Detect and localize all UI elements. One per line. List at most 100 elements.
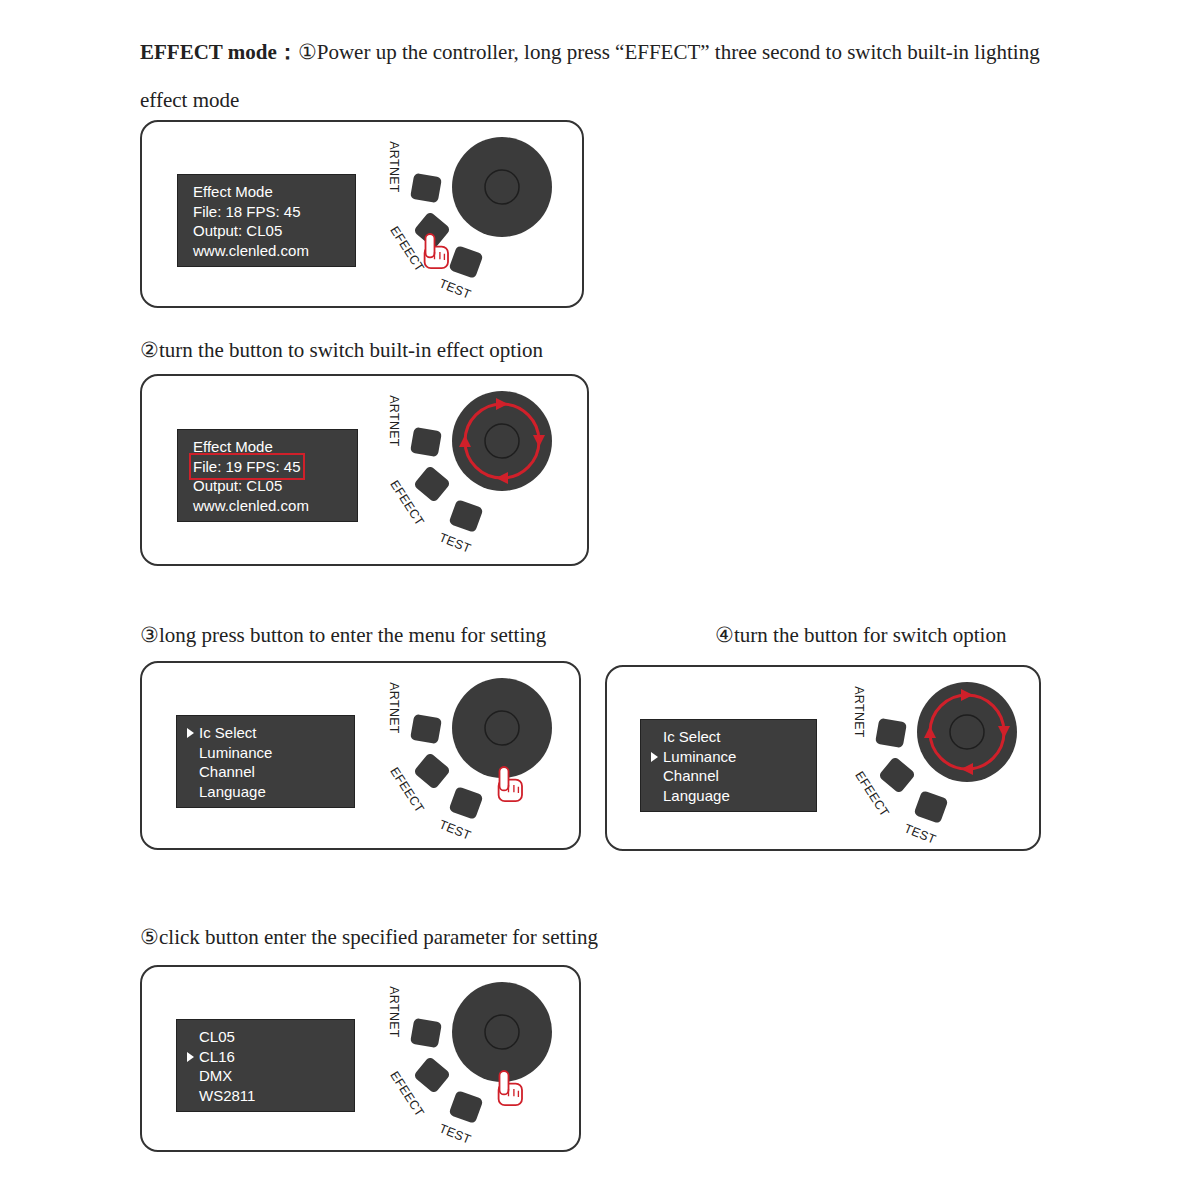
push-button xyxy=(413,1056,451,1094)
pointing-hand xyxy=(499,1071,522,1105)
screen-text: Output: CL05 xyxy=(193,476,282,496)
push-button xyxy=(913,790,948,824)
lcd-screen: Effect ModeFile: 18 FPS: 45Output: CL05w… xyxy=(177,174,356,267)
screen-line: Luminance xyxy=(199,743,354,763)
button-label: ARTNET xyxy=(387,682,401,734)
knob-center xyxy=(485,711,519,745)
instruction-text: ②turn the button to switch built-in effe… xyxy=(140,338,543,362)
screen-line: Language xyxy=(663,786,816,806)
push-button xyxy=(410,173,442,203)
push-button xyxy=(413,752,451,790)
selection-marker xyxy=(187,728,194,738)
controller-panel: ARTNETEFEECTTESTIc SelectLuminanceChanne… xyxy=(140,661,581,850)
step-instruction: ⑤click button enter the specified parame… xyxy=(140,923,840,951)
screen-text: File: 19 FPS: 45 xyxy=(193,457,301,477)
screen-line: Ic Select xyxy=(663,727,816,747)
screen-line: DMX xyxy=(199,1066,354,1086)
instruction-text: EFFECT mode： xyxy=(140,40,298,64)
selection-marker xyxy=(187,1052,194,1062)
button-label: ARTNET xyxy=(852,686,866,738)
button-label: TEST xyxy=(437,817,473,842)
control-knob xyxy=(452,678,552,778)
rotation-arrowhead xyxy=(496,398,508,410)
instruction-text: ③long press button to enter the menu for… xyxy=(140,623,546,647)
screen-line: WS2811 xyxy=(199,1086,354,1106)
step-instruction: EFFECT mode：①Power up the controller, lo… xyxy=(140,28,1070,124)
push-button xyxy=(410,427,442,457)
hand-knuckles xyxy=(435,252,445,260)
push-button xyxy=(448,1090,483,1124)
lcd-screen: CL05CL16DMXWS2811 xyxy=(176,1019,355,1112)
screen-line: www.clenled.com xyxy=(193,241,355,261)
screen-line: Luminance xyxy=(663,747,816,767)
rotation-arrowhead xyxy=(496,472,508,484)
button-label: TEST xyxy=(437,276,473,301)
rotation-arrowhead xyxy=(459,435,471,447)
screen-line: Language xyxy=(199,782,354,802)
menu-item: WS2811 xyxy=(199,1086,255,1106)
push-button xyxy=(410,1018,442,1048)
control-knob xyxy=(452,137,552,237)
lcd-screen: Ic SelectLuminanceChannelLanguage xyxy=(176,715,355,808)
menu-item: Ic Select xyxy=(199,723,257,743)
push-button xyxy=(448,245,483,279)
screen-line: File: 18 FPS: 45 xyxy=(193,202,355,222)
hand-finger xyxy=(500,1071,509,1094)
push-button xyxy=(413,465,451,503)
hand-finger xyxy=(426,234,435,257)
rotation-arrowhead xyxy=(961,689,973,701)
knob-center xyxy=(485,424,519,458)
screen-line: CL16 xyxy=(199,1047,354,1067)
screen-line: Ic Select xyxy=(199,723,354,743)
menu-item: Luminance xyxy=(199,743,272,763)
screen-line: Output: CL05 xyxy=(193,476,357,496)
controller-panel: ARTNETEFEECTTESTEffect ModeFile: 19 FPS:… xyxy=(140,374,589,566)
rotation-ring xyxy=(465,404,539,478)
screen-line: File: 19 FPS: 45 xyxy=(193,457,357,477)
screen-text: Effect Mode xyxy=(193,437,273,457)
menu-item: Channel xyxy=(663,766,719,786)
push-button xyxy=(448,499,483,533)
controller-panel: ARTNETEFEECTTESTIc SelectLuminanceChanne… xyxy=(605,665,1041,851)
step-instruction: ②turn the button to switch built-in effe… xyxy=(140,336,840,364)
button-label: TEST xyxy=(902,821,938,846)
push-button xyxy=(410,714,442,744)
screen-line: www.clenled.com xyxy=(193,496,357,516)
knob-center xyxy=(950,715,984,749)
pointing-hand xyxy=(425,234,448,268)
screen-text: File: 18 FPS: 45 xyxy=(193,202,301,222)
screen-text: www.clenled.com xyxy=(193,241,309,261)
control-knob xyxy=(452,391,552,491)
button-label: TEST xyxy=(437,1121,473,1146)
screen-line: Effect Mode xyxy=(193,182,355,202)
push-button xyxy=(448,786,483,820)
instruction-text: ⑤click button enter the specified parame… xyxy=(140,925,598,949)
controller-panel: ARTNETEFEECTTESTCL05CL16DMXWS2811 xyxy=(140,965,581,1152)
control-knob xyxy=(917,682,1017,782)
button-label: TEST xyxy=(437,530,473,555)
button-label: ARTNET xyxy=(387,395,401,447)
rotation-arrowhead xyxy=(924,726,936,738)
rotation-arrowhead xyxy=(998,726,1010,738)
menu-item: Language xyxy=(663,786,730,806)
rotation-arrowhead xyxy=(533,435,545,447)
menu-item: Luminance xyxy=(663,747,736,767)
screen-text: Output: CL05 xyxy=(193,221,282,241)
screen-line: Channel xyxy=(199,762,354,782)
menu-item: Language xyxy=(199,782,266,802)
menu-item: DMX xyxy=(199,1066,232,1086)
hand-knuckles xyxy=(509,785,519,793)
lcd-screen: Effect ModeFile: 19 FPS: 45Output: CL05w… xyxy=(177,429,358,522)
menu-item: CL05 xyxy=(199,1027,235,1047)
pointing-hand xyxy=(499,767,522,801)
hand-knuckles xyxy=(509,1089,519,1097)
instruction-text: ④turn the button for switch option xyxy=(715,623,1006,647)
menu-item: CL16 xyxy=(199,1047,235,1067)
screen-line: CL05 xyxy=(199,1027,354,1047)
step-instruction: ③long press button to enter the menu for… xyxy=(140,621,700,649)
screen-line: Channel xyxy=(663,766,816,786)
screen-line: Effect Mode xyxy=(193,437,357,457)
controller-panel: ARTNETEFEECTTESTEffect ModeFile: 18 FPS:… xyxy=(140,120,584,308)
button-label: ARTNET xyxy=(387,986,401,1038)
rotation-arrowhead xyxy=(961,763,973,775)
